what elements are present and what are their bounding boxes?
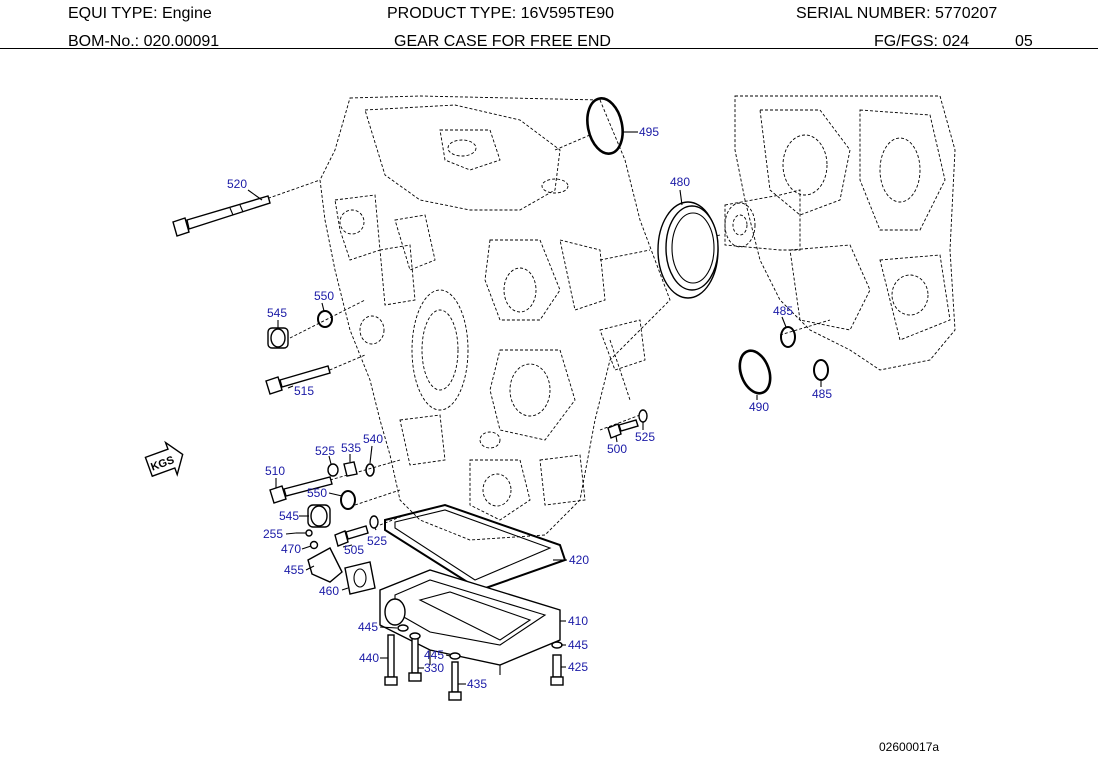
washer-445-b	[449, 652, 461, 660]
washer-445-c	[551, 641, 563, 649]
callout-550-upper: 550	[314, 289, 334, 303]
o-ring-485-lower	[813, 359, 829, 381]
washer-525-lower	[369, 515, 379, 529]
bolt-515	[265, 365, 331, 395]
callout-labels: 495 480 520 550 545 515 485 485 490 500 …	[227, 125, 832, 691]
washer-525-left	[327, 463, 339, 477]
callout-500: 500	[607, 442, 627, 456]
kgs-label: KGS	[149, 454, 176, 473]
washer-525-right	[638, 409, 648, 423]
callout-435: 435	[467, 677, 487, 691]
callout-495: 495	[639, 125, 659, 139]
seal-470	[309, 540, 319, 550]
callout-525-lower: 525	[367, 534, 387, 548]
ring-255	[305, 529, 313, 537]
crankshaft-housing	[724, 95, 956, 371]
engine-block	[319, 95, 671, 541]
callout-545-lower: 545	[279, 509, 299, 523]
callout-535: 535	[341, 441, 361, 455]
washer-445-a	[397, 624, 409, 632]
bolt-330	[408, 632, 422, 682]
bolt-425	[550, 654, 564, 686]
callout-445-c: 445	[568, 638, 588, 652]
bolt-500	[607, 419, 639, 439]
flange-460	[344, 561, 376, 595]
seal-ring-550-upper	[317, 310, 333, 328]
seal-ring-550-lower	[340, 490, 356, 510]
callout-505: 505	[344, 543, 364, 557]
bolt-520	[172, 195, 271, 237]
bolt-510	[269, 476, 333, 504]
callout-410: 410	[568, 614, 588, 628]
bolt-505	[334, 525, 369, 547]
callout-420: 420	[569, 553, 589, 567]
assembly-axes	[234, 134, 831, 526]
bolt-440	[384, 634, 398, 686]
fg-page: 05	[1015, 33, 1033, 50]
nut-535	[343, 461, 358, 477]
callout-525-right: 525	[635, 430, 655, 444]
page-title: GEAR CASE FOR FREE END	[394, 33, 611, 50]
callout-455: 455	[284, 563, 304, 577]
cover-455	[307, 547, 343, 583]
callout-425: 425	[568, 660, 588, 674]
screw-plug-545-lower	[307, 504, 331, 528]
callout-485-upper: 485	[773, 304, 793, 318]
callout-490: 490	[749, 400, 769, 414]
callout-255: 255	[263, 527, 283, 541]
callout-445-b: 445	[424, 648, 444, 662]
callout-470: 470	[281, 542, 301, 556]
product-type: PRODUCT TYPE: 16V595TE90	[387, 5, 615, 22]
callout-445-a: 445	[358, 620, 378, 634]
fg-fgs: FG/FGS: 024	[874, 33, 970, 50]
callout-485-lower: 485	[812, 387, 832, 401]
equi-type: EQUI TYPE: Engine	[68, 5, 212, 22]
bolt-435	[448, 661, 462, 701]
serial-number: SERIAL NUMBER: 5770207	[796, 5, 998, 22]
o-ring-485-upper	[780, 326, 796, 348]
callout-510: 510	[265, 464, 285, 478]
o-ring-490	[738, 349, 772, 395]
radial-seal-480	[657, 201, 719, 299]
drawing-reference: 02600017a	[879, 740, 940, 754]
callout-540: 540	[363, 432, 383, 446]
kgs-direction-badge: KGS	[144, 440, 184, 478]
callout-525-left: 525	[315, 444, 335, 458]
leader-lines	[247, 131, 822, 685]
callout-440: 440	[359, 651, 379, 665]
callout-515: 515	[294, 384, 314, 398]
callout-460: 460	[319, 584, 339, 598]
callout-330: 330	[424, 661, 444, 675]
callout-520: 520	[227, 177, 247, 191]
callout-550-lower: 550	[307, 486, 327, 500]
callout-545-upper: 545	[267, 306, 287, 320]
screw-plug-545-upper	[267, 327, 289, 349]
ring-540	[365, 463, 375, 477]
o-ring-495	[586, 97, 624, 155]
oil-pan-410	[379, 569, 561, 675]
callout-480: 480	[670, 175, 690, 189]
bom-number: BOM-No.: 020.00091	[68, 33, 220, 50]
header-rule	[0, 48, 1098, 49]
